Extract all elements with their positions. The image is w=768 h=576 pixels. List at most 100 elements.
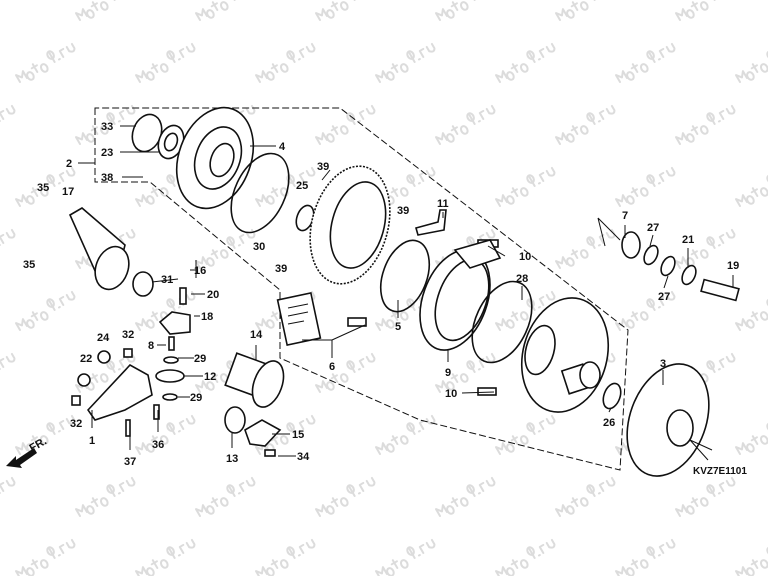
watermark-mark [555, 228, 616, 269]
part-label: 19 [727, 260, 739, 272]
watermark-mark [495, 42, 556, 83]
watermark-mark [315, 352, 376, 393]
gear-wheel [251, 360, 285, 408]
ring [379, 239, 431, 313]
o-ring-29b [162, 393, 178, 401]
part-label: 7 [622, 210, 628, 222]
watermark-mark [315, 0, 376, 21]
part-label: 4 [279, 141, 286, 153]
watermark-mark [15, 42, 76, 83]
bearing-small [77, 373, 91, 387]
plate [155, 369, 185, 383]
watermark-mark [435, 476, 496, 517]
bracket [415, 209, 447, 236]
driven-fan-hub [666, 409, 694, 447]
part-label: 38 [101, 172, 113, 184]
part-label: 17 [62, 186, 74, 198]
watermark-mark [735, 538, 768, 576]
part-label: 3 [660, 358, 666, 370]
watermark-mark [135, 42, 196, 83]
part-label: 27 [647, 222, 659, 234]
part-label: 9 [445, 367, 451, 379]
part-label: 28 [516, 273, 528, 285]
diagram-code: KVZ7E1101 [693, 466, 747, 477]
part-label: 6 [329, 361, 335, 373]
part-label: 25 [296, 180, 308, 192]
ring-gear-inner [329, 181, 387, 269]
part-label: 39 [275, 263, 287, 275]
watermark-mark [495, 166, 556, 207]
part-label: 12 [204, 371, 216, 383]
assembly-boundary [94, 107, 629, 471]
watermark-mark [315, 104, 376, 145]
bearing-inner [163, 132, 179, 152]
part-label: 2 [66, 158, 72, 170]
bolt [179, 287, 187, 305]
watermark-mark [135, 414, 196, 455]
drive-pulley-hub [524, 324, 556, 376]
part-label: 21 [682, 234, 694, 246]
watermark-mark [735, 290, 768, 331]
part-label: 39 [397, 205, 409, 217]
watermark-mark [255, 42, 316, 83]
drive-pulley-end [579, 361, 601, 389]
part-label: 32 [70, 418, 82, 430]
watermark-mark [15, 538, 76, 576]
part-label: 18 [201, 311, 213, 323]
watermark-mark [435, 352, 496, 393]
watermark-mark [435, 104, 496, 145]
watermark-mark [675, 0, 736, 21]
part-label: 22 [80, 353, 92, 365]
part-label: 35 [23, 259, 35, 271]
o-ring-27a [643, 244, 659, 266]
pin [168, 336, 175, 351]
dowel-pin [71, 395, 81, 406]
watermark-mark [615, 538, 676, 576]
part-label: 29 [194, 353, 206, 365]
watermark-mark [15, 166, 76, 207]
watermark-mark [435, 0, 496, 21]
label-plate-lines [287, 303, 309, 325]
watermark-mark [315, 476, 376, 517]
watermark-mark [735, 42, 768, 83]
watermark-mark [675, 476, 736, 517]
part-label: 5 [395, 321, 401, 333]
watermark-mark [735, 414, 768, 455]
part-label: 26 [603, 417, 615, 429]
part-label: 13 [226, 453, 238, 465]
part-label: 34 [297, 451, 310, 463]
key [347, 317, 367, 327]
part-label: 35 [37, 182, 49, 194]
part-label: 1 [89, 435, 95, 447]
part-label: 23 [101, 147, 113, 159]
watermark-mark [375, 538, 436, 576]
watermark-mark [495, 414, 556, 455]
pointer-lines [597, 217, 713, 461]
part-label: 10 [519, 251, 531, 263]
sensor [158, 311, 191, 335]
cover-inner [193, 126, 243, 190]
part-label: 15 [292, 429, 304, 441]
bolt-34 [264, 449, 276, 457]
part-label: 29 [190, 392, 202, 404]
watermark-mark [735, 166, 768, 207]
sleeve [621, 231, 641, 259]
bolt-37 [125, 419, 131, 437]
part-label: 37 [124, 456, 136, 468]
watermark-mark [0, 476, 16, 517]
watermark-mark [675, 104, 736, 145]
label-plate [276, 292, 322, 346]
cover-bore [209, 142, 235, 178]
plate-15 [244, 419, 282, 447]
watermark-mark [375, 414, 436, 455]
bolt-36 [153, 404, 160, 420]
part-label: 14 [250, 329, 263, 341]
watermark-mark [75, 0, 136, 21]
part-label: 8 [148, 340, 154, 352]
watermark-mark [195, 0, 256, 21]
o-ring [230, 152, 290, 234]
watermark-mark [0, 0, 16, 21]
watermark-mark [495, 538, 556, 576]
